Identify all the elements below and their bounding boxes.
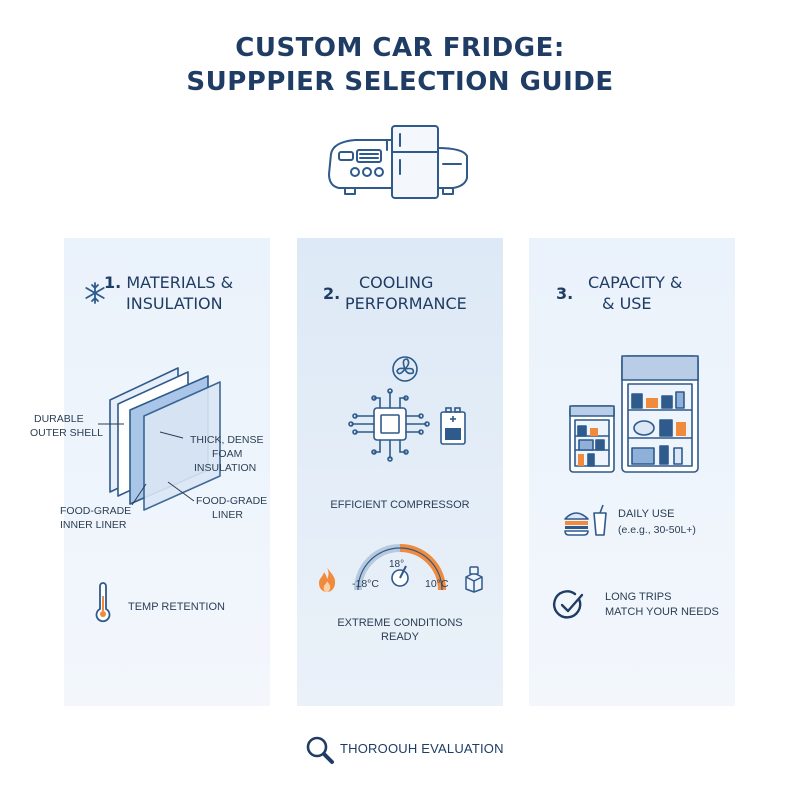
panel-3-number: 3. [556, 284, 574, 303]
extreme-conditions-label-2: READY [381, 631, 419, 643]
panel-2-title-line-2: PERFORMANCE [345, 294, 467, 313]
magnifier-icon [306, 736, 334, 764]
panel-2-title-line-1: COOLING [359, 273, 434, 292]
long-trips-label-2: MATCH YOUR NEEDS [605, 606, 719, 618]
fridges-icon [569, 355, 699, 473]
panel-1-title-line-1: MATERIALS & [126, 273, 234, 292]
efficient-compressor-label: EFFICIENT COMPRESSOR [330, 499, 470, 511]
panel-2-number: 2. [323, 284, 341, 303]
car-fridge-icon [328, 125, 468, 199]
inner-liner-label-1: FOOD-GRADE [60, 505, 132, 517]
panel-1-number: 1. [104, 273, 122, 292]
panel-1-title-line-2: INSULATION [126, 294, 223, 313]
inner-liner-label-2: INNER LINER [60, 519, 127, 531]
long-trips-label-1: LONG TRIPS [605, 591, 672, 603]
foam-label-1: THICK, DENSE [190, 434, 264, 446]
footer-evaluation-text: THOROOUH EVALUATION [340, 741, 504, 756]
page-title-line-2: SUPPPIER SELECTION GUIDE [186, 67, 614, 97]
liner-label-1: FOOD-GRADE [196, 495, 268, 507]
panel-3-title-line-2: & USE [602, 294, 652, 313]
food-drink-icon [564, 504, 607, 536]
chip-icon [348, 388, 430, 462]
daily-use-label-1: DAILY USE [618, 508, 675, 520]
insulation-layers-icon [109, 367, 221, 511]
foam-label-2: FOAM [212, 448, 243, 460]
gauge-mid-label: 18° [389, 559, 405, 570]
foam-label-3: INSULATION [194, 462, 257, 474]
panel-cooling-performance [297, 238, 503, 706]
outer-shell-label-2: OUTER SHELL [30, 427, 103, 439]
panel-3-title-line-1: CAPACITY & [588, 273, 683, 292]
gauge-icon [354, 544, 446, 591]
daily-use-label-2: (e.e.g., 30-50L+) [618, 524, 696, 536]
flame-icon [319, 567, 336, 592]
gauge-low-label: -18°C [352, 578, 379, 590]
extreme-conditions-label-1: EXTREME CONDITIONS [337, 617, 463, 629]
outer-shell-label-1: DURABLE [34, 413, 84, 425]
ice-cubes-icon [465, 566, 483, 593]
page-title-line-1: CUSTOM CAR FRIDGE: [235, 33, 565, 63]
checkmark-icon [552, 590, 584, 619]
temp-retention-label: TEMP RETENTION [128, 601, 225, 613]
liner-label-2: LINER [212, 509, 243, 521]
thermometer-icon [95, 582, 111, 623]
snowflake-icon [85, 282, 105, 304]
gauge-high-label: 10°C [425, 578, 449, 590]
fan-icon [392, 356, 418, 382]
battery-icon [440, 407, 466, 445]
